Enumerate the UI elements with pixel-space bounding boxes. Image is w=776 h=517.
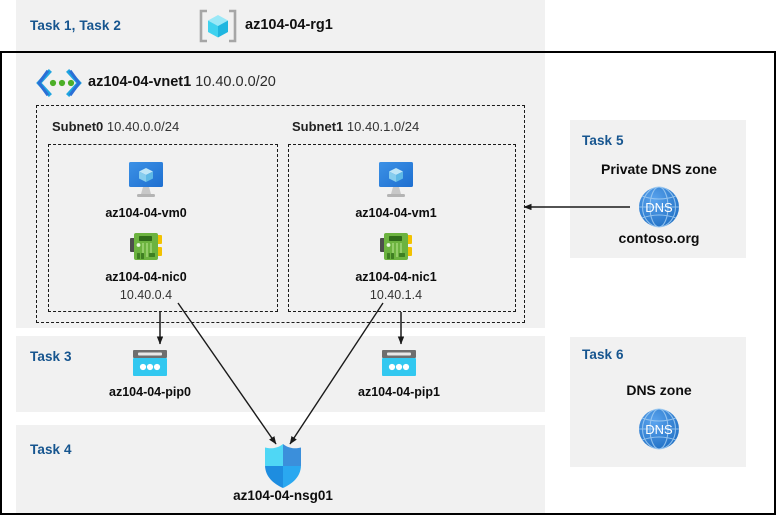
dns-zone-icon-public: DNS [637, 407, 681, 451]
resource-group-icon [198, 8, 238, 44]
subnet0-cidr: 10.40.0.0/24 [106, 119, 180, 134]
public-ip-address-icon-pip0 [130, 348, 170, 380]
task-label-4: Task 4 [30, 442, 72, 457]
network-interface-icon-nic1 [376, 230, 416, 264]
subnet1-name: Subnet1 [292, 119, 344, 134]
subnet1-title: Subnet1 10.40.1.0/24 [292, 119, 419, 134]
vnet-panel [16, 53, 545, 328]
task-label-6: Task 6 [582, 347, 624, 362]
network-interface-icon-nic0 [126, 230, 166, 264]
subnet0-title: Subnet0 10.40.0.0/24 [52, 119, 179, 134]
resource-group-name-text: az104-04-rg1 [245, 17, 333, 33]
vnet-name: az104-04-vnet1 [88, 74, 192, 90]
vnet-cidr: 10.40.0.0/20 [195, 74, 276, 90]
task-label-3: Task 3 [30, 349, 72, 364]
private-dns-title: Private DNS zone [601, 161, 717, 177]
dns-zone-icon-private: DNS [637, 185, 681, 229]
task-label-1-2: Task 1, Task 2 [30, 18, 121, 33]
vnet-dashed-boundary [36, 105, 525, 323]
public-ip-panel [16, 336, 545, 412]
virtual-network-icon [36, 69, 82, 97]
network-security-group-icon [262, 443, 304, 489]
subnet1-box [288, 144, 516, 312]
pip0-label: az104-04-pip0 [109, 385, 191, 399]
vnet-title: az104-04-vnet1 10.40.0.0/20 [88, 74, 276, 90]
subnet1-cidr: 10.40.1.0/24 [346, 119, 420, 134]
vm1-label: az104-04-vm1 [355, 206, 437, 220]
resource-group-name: az104-04-rg1 [245, 17, 333, 33]
task-label-5: Task 5 [582, 133, 624, 148]
public-ip-address-icon-pip1 [379, 348, 419, 380]
resource-group-band [16, 0, 545, 51]
virtual-machine-icon-vm0 [124, 160, 168, 200]
pip1-label: az104-04-pip1 [358, 385, 440, 399]
svg-text:DNS: DNS [645, 422, 673, 437]
private-dns-domain: contoso.org [618, 230, 700, 246]
dns-zone-title: DNS zone [626, 382, 692, 398]
svg-text:DNS: DNS [645, 200, 673, 215]
virtual-machine-icon-vm1 [374, 160, 418, 200]
outer-container [0, 51, 776, 515]
nic1-ip: 10.40.1.4 [369, 288, 423, 302]
nic1-label: az104-04-nic1 [355, 270, 437, 284]
vm0-label: az104-04-vm0 [105, 206, 187, 220]
nsg-label: az104-04-nsg01 [233, 488, 333, 503]
subnet0-name: Subnet0 [52, 119, 104, 134]
nic0-ip: 10.40.0.4 [119, 288, 173, 302]
nic0-label: az104-04-nic0 [105, 270, 187, 284]
subnet0-box [48, 144, 278, 312]
